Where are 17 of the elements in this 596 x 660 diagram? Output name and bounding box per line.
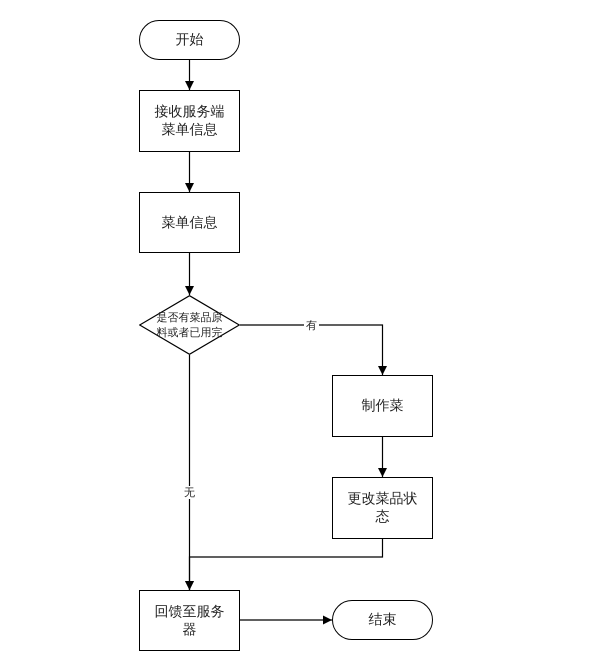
arrow: [185, 152, 194, 192]
process-box: 菜单信息: [139, 192, 240, 253]
end-terminator: 结束: [332, 600, 433, 640]
process-box: 更改菜品状态: [332, 477, 433, 539]
edge-label: 有: [304, 318, 319, 332]
start-terminator: 开始: [139, 20, 240, 60]
decision-diamond: 是否有菜品原料或者已用完: [139, 295, 240, 355]
process-box: 接收服务端菜单信息: [139, 90, 240, 152]
arrow: [185, 253, 194, 295]
arrow: [185, 60, 194, 90]
arrow: [240, 324, 387, 375]
arrow: [378, 437, 387, 477]
process-box: 制作菜: [332, 375, 433, 437]
process-box: 回馈至服务器: [139, 590, 240, 651]
arrow: [185, 539, 384, 590]
arrow: [240, 616, 332, 624]
edge-label: 无: [182, 486, 197, 499]
